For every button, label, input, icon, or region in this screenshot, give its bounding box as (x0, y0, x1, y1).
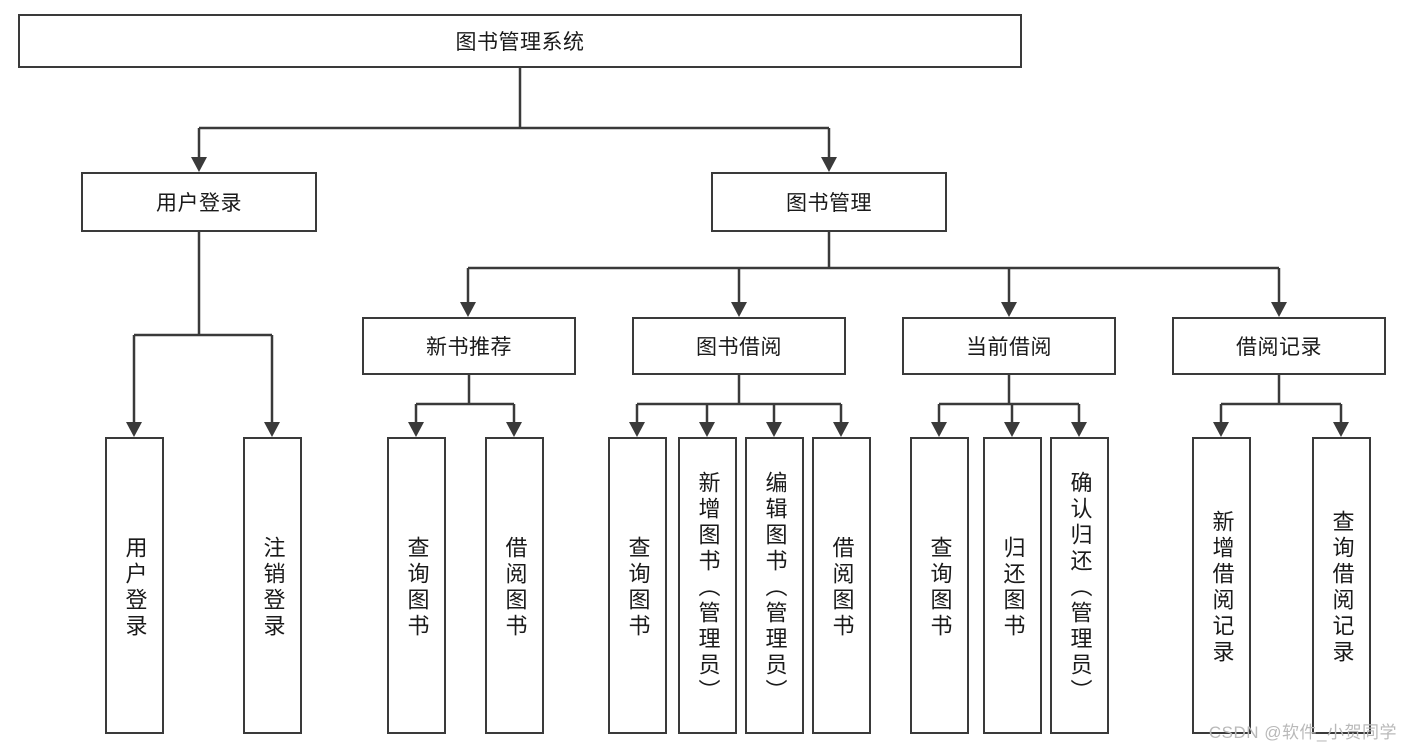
node-label: 新增图书（管理员） (695, 470, 721, 705)
arrowhead-icon (1004, 422, 1020, 437)
node-label: 用户登录 (156, 192, 242, 215)
node-level3-2[interactable]: 当前借阅 (902, 317, 1116, 375)
arrowhead-icon (1071, 422, 1087, 437)
node-label: 图书管理系统 (455, 31, 585, 54)
node-label: 查询图书 (927, 535, 953, 640)
arrowhead-icon (629, 422, 645, 437)
arrowhead-icon (1001, 302, 1017, 317)
node-label: 查询图书 (625, 535, 651, 640)
arrowhead-icon (1213, 422, 1229, 437)
node-label: 借阅图书 (502, 535, 528, 640)
node-label: 编辑图书（管理员） (762, 470, 788, 705)
node-leaf-8[interactable]: 查询图书 (910, 437, 969, 734)
arrowhead-icon (833, 422, 849, 437)
node-label: 借阅记录 (1236, 336, 1322, 359)
arrowhead-icon (126, 422, 142, 437)
arrowhead-icon (731, 302, 747, 317)
arrowhead-icon (699, 422, 715, 437)
node-leaf-5[interactable]: 新增图书（管理员） (678, 437, 737, 734)
arrowhead-icon (191, 157, 207, 172)
arrowhead-icon (460, 302, 476, 317)
node-label: 归还图书 (1000, 535, 1026, 640)
node-root-system[interactable]: 图书管理系统 (18, 14, 1022, 68)
node-label: 新书推荐 (426, 336, 512, 359)
node-leaf-6[interactable]: 编辑图书（管理员） (745, 437, 804, 734)
arrowhead-icon (931, 422, 947, 437)
arrowhead-icon (408, 422, 424, 437)
node-label: 新增借阅记录 (1209, 509, 1235, 666)
node-label: 注销登录 (260, 535, 286, 640)
node-label: 确认归还（管理员） (1067, 470, 1093, 705)
arrowhead-icon (506, 422, 522, 437)
node-leaf-7[interactable]: 借阅图书 (812, 437, 871, 734)
node-label: 查询图书 (404, 535, 430, 640)
node-label: 用户登录 (122, 535, 148, 640)
node-leaf-12[interactable]: 查询借阅记录 (1312, 437, 1371, 734)
arrowhead-icon (821, 157, 837, 172)
node-leaf-3[interactable]: 借阅图书 (485, 437, 544, 734)
node-level2-0[interactable]: 用户登录 (81, 172, 317, 232)
node-leaf-9[interactable]: 归还图书 (983, 437, 1042, 734)
watermark-text: CSDN @软件_小贺同学 (1208, 723, 1397, 742)
node-label: 查询借阅记录 (1329, 509, 1355, 666)
node-label: 当前借阅 (966, 336, 1052, 359)
node-level3-1[interactable]: 图书借阅 (632, 317, 846, 375)
node-label: 借阅图书 (829, 535, 855, 640)
arrowhead-icon (1333, 422, 1349, 437)
node-leaf-1[interactable]: 注销登录 (243, 437, 302, 734)
arrowhead-icon (766, 422, 782, 437)
node-leaf-0[interactable]: 用户登录 (105, 437, 164, 734)
node-leaf-11[interactable]: 新增借阅记录 (1192, 437, 1251, 734)
arrowhead-icon (1271, 302, 1287, 317)
node-leaf-4[interactable]: 查询图书 (608, 437, 667, 734)
node-leaf-10[interactable]: 确认归还（管理员） (1050, 437, 1109, 734)
node-label: 图书管理 (786, 192, 872, 215)
node-level3-0[interactable]: 新书推荐 (362, 317, 576, 375)
node-label: 图书借阅 (696, 336, 782, 359)
node-level3-3[interactable]: 借阅记录 (1172, 317, 1386, 375)
arrowhead-icon (264, 422, 280, 437)
node-level2-1[interactable]: 图书管理 (711, 172, 947, 232)
node-leaf-2[interactable]: 查询图书 (387, 437, 446, 734)
